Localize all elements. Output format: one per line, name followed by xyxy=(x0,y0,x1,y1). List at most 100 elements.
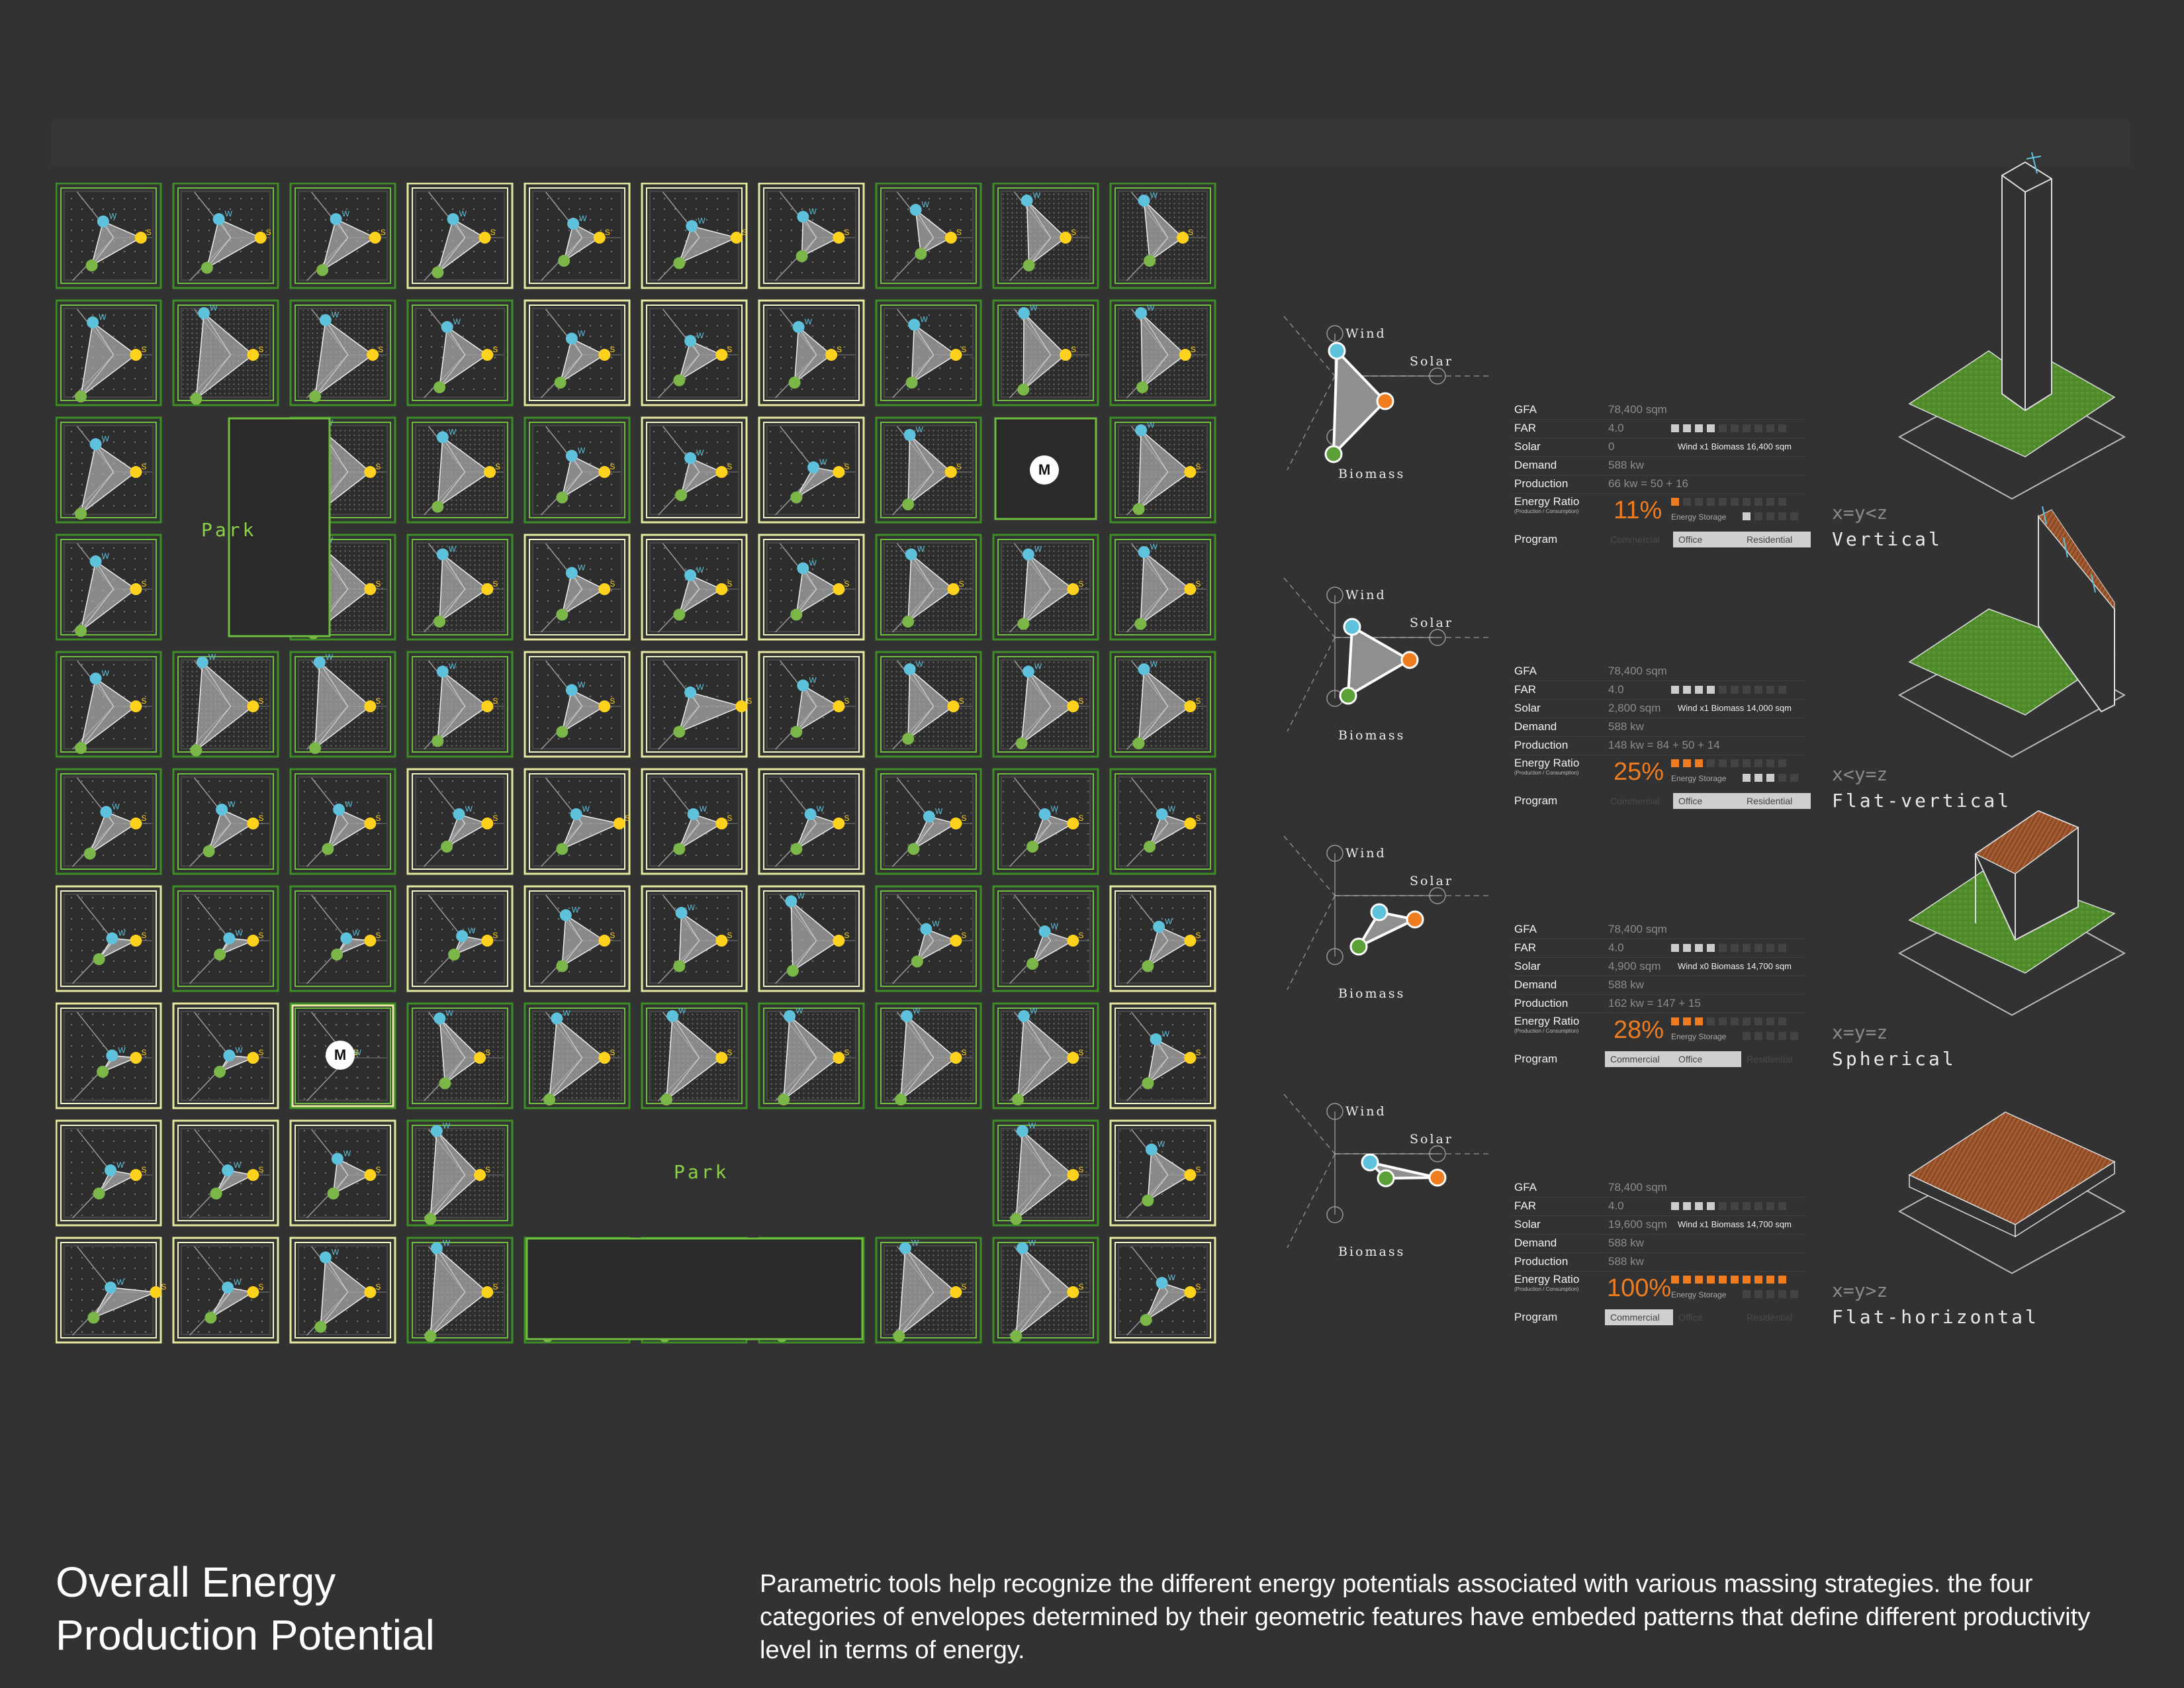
biomass-dot xyxy=(97,1066,109,1078)
wind-axis-label: W xyxy=(234,1160,242,1170)
solar-dot xyxy=(364,1286,377,1299)
stats-key: Solar xyxy=(1514,702,1541,714)
wind-axis-label: W xyxy=(911,1239,919,1248)
wind-axis-label: W xyxy=(342,209,350,218)
strategy-name: Flat-horizontal xyxy=(1832,1306,2039,1328)
wind-axis-label: W xyxy=(102,434,110,444)
grid-cell: WS xyxy=(992,1119,1099,1227)
solar-axis-label: S xyxy=(844,579,849,588)
stats-key: FAR xyxy=(1514,683,1537,696)
solar-dot xyxy=(367,349,379,361)
solar-dot xyxy=(364,466,377,479)
program-label: Program xyxy=(1514,794,1558,807)
wind-axis-label: W xyxy=(916,659,924,669)
solar-dot xyxy=(130,583,142,596)
wind-dot xyxy=(785,895,797,908)
program-tag: Commercial xyxy=(1605,1309,1673,1325)
solar-dot xyxy=(1067,1169,1079,1182)
wind-axis-label: W xyxy=(102,551,110,561)
solar-axis-label: S xyxy=(375,931,381,940)
wind-dot xyxy=(909,204,922,216)
wind-dot xyxy=(684,569,697,582)
wind-dot xyxy=(331,1152,343,1165)
solar-axis-label: S xyxy=(141,1048,146,1057)
solar-axis-label: S xyxy=(844,462,849,471)
wind-axis-label: W xyxy=(465,804,473,814)
grid-cell: WS xyxy=(875,534,982,641)
radar-wind-label: Wind xyxy=(1345,326,1387,341)
grid-cell: WS xyxy=(406,1002,514,1109)
solar-dot xyxy=(833,700,845,713)
solar-axis-label: S xyxy=(1195,579,1201,588)
wind-dot xyxy=(686,220,698,232)
solar-axis-label: S xyxy=(1071,345,1076,354)
solar-axis-label: S xyxy=(610,1048,615,1057)
grid-cell: WS xyxy=(523,885,631,992)
strategy-name: Flat-vertical xyxy=(1832,790,2012,812)
energy-ratio-label: Energy Ratio xyxy=(1514,757,1580,769)
wind-axis-label: W xyxy=(326,653,334,662)
wind-axis-label: W xyxy=(449,428,457,437)
wind-axis-label: W xyxy=(118,929,126,938)
program-tag: Residential xyxy=(1741,793,1811,809)
wind-axis-label: W xyxy=(805,317,813,326)
wind-dot xyxy=(447,213,459,226)
biomass-dot xyxy=(322,843,334,855)
biomass-dot xyxy=(673,726,686,738)
biomass-dot xyxy=(1132,503,1145,516)
program-tag: Office xyxy=(1673,793,1741,809)
solar-axis-label: S xyxy=(610,931,615,940)
stats-key: Demand xyxy=(1514,978,1557,991)
massing-flat-horizontal xyxy=(1897,1111,2126,1274)
wind-axis-label: W xyxy=(696,565,704,575)
biomass-dot xyxy=(1026,841,1039,853)
biomass-dot xyxy=(778,1094,790,1106)
biomass-dot xyxy=(673,843,686,855)
massing-diagrams xyxy=(1897,152,2126,1274)
biomass-node xyxy=(1349,937,1368,956)
grid-cell: WS xyxy=(992,1002,1099,1109)
wind-dot xyxy=(923,810,935,823)
program-tag: Residential xyxy=(1747,1054,1793,1064)
strategy-name: Spherical xyxy=(1832,1048,1956,1070)
stats-value: 4,900 sqm xyxy=(1608,960,1661,972)
biomass-dot xyxy=(214,1066,226,1078)
solar-axis-label: S xyxy=(1078,1282,1083,1291)
energy-ratio-bar xyxy=(1671,498,1790,511)
energy-mix: Wind x1 Biomass 14,700 sqm xyxy=(1678,1219,1792,1229)
solar-dot xyxy=(130,700,142,713)
biomass-dot xyxy=(786,964,799,977)
strategy-formula: x<y=z xyxy=(1832,763,1888,785)
wind-dot xyxy=(330,213,342,226)
biomass-dot xyxy=(1017,618,1030,630)
biomass-dot xyxy=(1142,960,1154,972)
biomass-dot xyxy=(432,500,444,513)
wind-axis-label: W xyxy=(102,669,110,678)
wind-axis-label: W xyxy=(118,1046,126,1055)
wind-dot xyxy=(97,215,109,228)
solar-axis-label: S xyxy=(1188,228,1193,237)
energy-mix: Wind x1 Biomass 16,400 sqm xyxy=(1678,442,1792,451)
solar-axis-label: S xyxy=(492,1282,498,1291)
solar-dot xyxy=(715,583,728,596)
stats-key: Solar xyxy=(1514,960,1541,972)
wind-dot xyxy=(212,213,225,226)
solar-axis-label: S xyxy=(375,814,381,823)
grid-cell: WS xyxy=(56,534,162,641)
grid-cell: WS xyxy=(406,768,514,875)
far-level-bar xyxy=(1671,1202,1790,1219)
stats-value: 588 kw xyxy=(1608,1237,1644,1249)
grid-cell: WS xyxy=(758,183,865,289)
solar-axis-label: S xyxy=(1195,1048,1201,1057)
grid-cell: WS xyxy=(406,651,514,758)
stats-value: 588 kw xyxy=(1608,978,1644,991)
massing-flat-vertical xyxy=(1897,506,2126,758)
wind-dot xyxy=(436,431,449,444)
grid-cell: WS xyxy=(875,651,982,758)
energy-storage-bar xyxy=(1743,512,1802,526)
solar-axis-label: S xyxy=(727,345,732,354)
grid-cell: WS xyxy=(1109,768,1216,875)
biomass-dot xyxy=(424,1330,437,1342)
